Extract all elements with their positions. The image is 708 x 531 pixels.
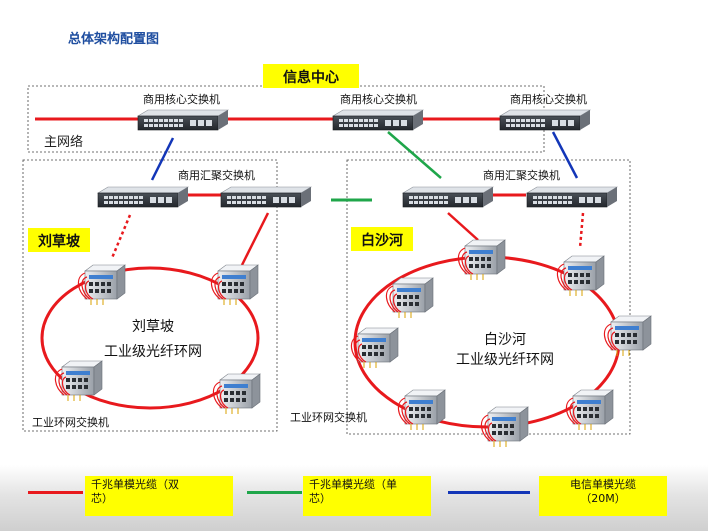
right-ring-label-line1: 白沙河: [484, 332, 526, 348]
ring-switch: [350, 327, 399, 369]
uplink-right-agg-green: [387, 131, 442, 179]
core-switch-1: [137, 109, 229, 131]
ring-switch: [603, 315, 652, 357]
legend-label-telecom: 电信单模光缆 （20M）: [570, 478, 636, 505]
agg-switch-label-right: 商用汇聚交换机: [483, 168, 560, 182]
left-ring-label-line1: 刘草坡: [132, 319, 174, 335]
agg-switch-label-left: 商用汇聚交换机: [178, 168, 255, 182]
ring-switch: [385, 277, 434, 319]
info-center-label: 信息中心: [283, 69, 339, 86]
core-switch-label-1: 商用核心交换机: [143, 92, 220, 106]
left-fiber-ring: [40, 266, 260, 410]
ring-switch: [480, 406, 529, 448]
legend-item-gigabit-single: 千兆单模光缆（单 芯）: [303, 476, 431, 516]
left-ring-label-line2: 工业级光纤环网: [104, 344, 202, 360]
info-center-label-bg: [263, 64, 359, 88]
legend-label-gigabit-dual: 千兆单模光缆（双 芯）: [91, 478, 179, 505]
page-title: 总体架构配置图: [68, 31, 159, 47]
core-switch-3: [499, 109, 591, 131]
legend-line-gigabit-dual: [28, 491, 83, 494]
uplink-left-agg: [150, 137, 175, 181]
legend-line-telecom: [448, 491, 530, 494]
right-ring-switch-label: 工业环网交换机: [290, 410, 367, 424]
ring-switch: [77, 264, 126, 306]
right-ring-label-line2: 工业级光纤环网: [456, 352, 554, 368]
right-site-label: 白沙河: [361, 232, 403, 249]
legend-line-gigabit-single: [247, 491, 302, 494]
network-architecture-diagram: 总体架构配置图 信息中心 刘草坡 白沙河 商: [22, 31, 652, 448]
right-dotted-uplink: [578, 212, 585, 249]
left-site-label: 刘草坡: [38, 233, 81, 250]
left-site-region: [22, 159, 278, 432]
agg-switch-right-1: [402, 186, 494, 208]
agg-switch-left-2: [220, 186, 312, 208]
ring-switch: [212, 373, 261, 415]
agg-switch-right-2: [526, 186, 618, 208]
ring-switch: [457, 239, 506, 281]
legend-item-gigabit-dual: 千兆单模光缆（双 芯）: [85, 476, 233, 516]
left-site-label-bg: [28, 228, 90, 252]
ring-switch: [210, 264, 259, 306]
uplink-right-agg-blue: [551, 131, 579, 179]
left-solid-uplink: [240, 212, 270, 266]
legend-label-gigabit-single: 千兆单模光缆（单 芯）: [309, 478, 397, 505]
ring-switch: [397, 389, 446, 431]
ring-switch: [54, 360, 103, 402]
agg-switch-left-1: [97, 186, 189, 208]
right-site-label-bg: [351, 227, 413, 251]
core-switch-label-3: 商用核心交换机: [510, 92, 587, 106]
ring-switch: [556, 255, 605, 297]
left-ring-switch-label: 工业环网交换机: [32, 415, 109, 429]
left-dotted-uplink: [110, 214, 132, 259]
main-network-label: 主网络: [44, 134, 83, 150]
legend-item-telecom: 电信单模光缆 （20M）: [539, 476, 667, 516]
core-switch-2: [332, 109, 424, 131]
core-switch-label-2: 商用核心交换机: [340, 92, 417, 106]
right-solid-uplink: [447, 212, 479, 241]
right-site-region: [346, 159, 631, 435]
ring-switch: [565, 389, 614, 431]
